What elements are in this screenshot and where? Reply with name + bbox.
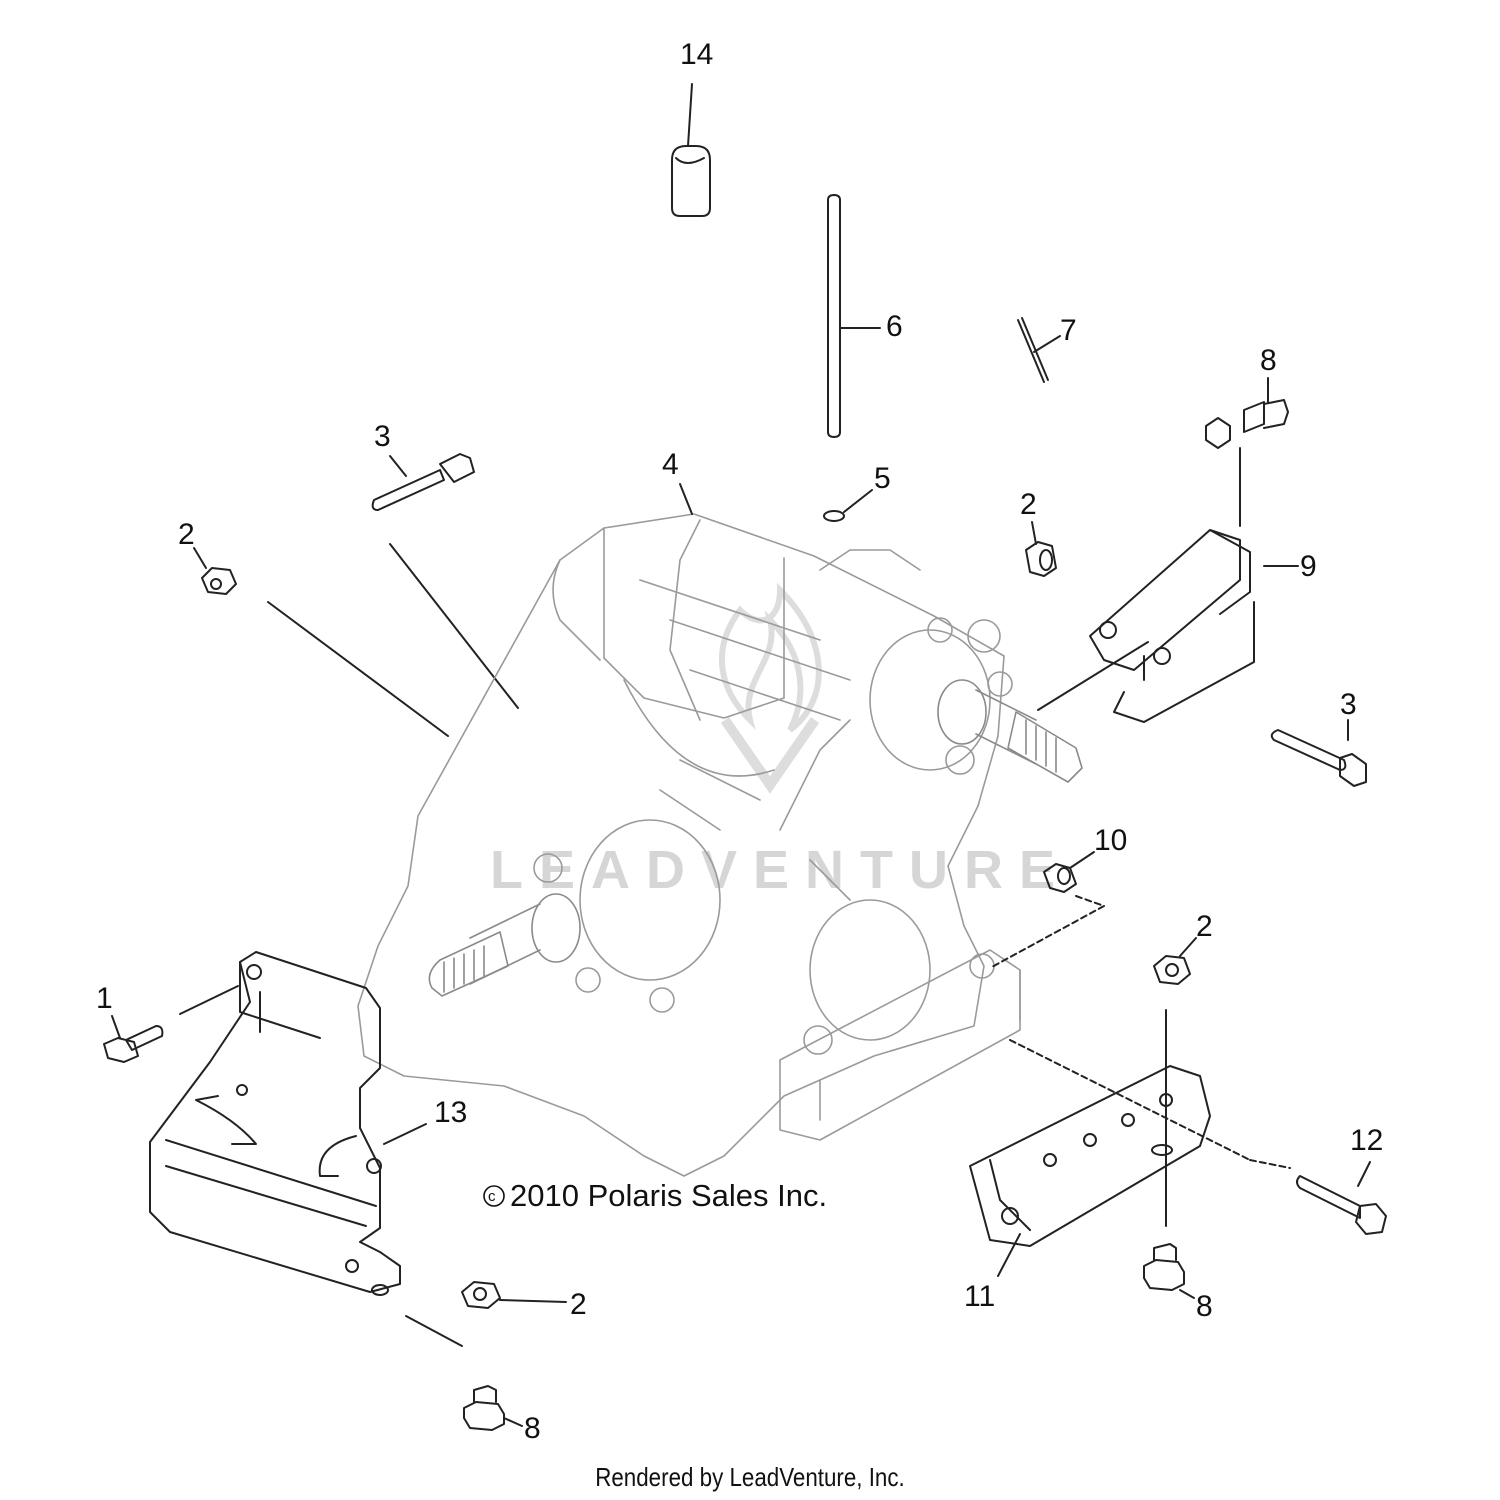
callout-labels: 14 6 7 8 3 4 5 2 2 9 3 10 2 1 13 12 11 8… xyxy=(96,38,1383,1445)
assembly-line-10b xyxy=(989,905,1105,969)
assembly-line-3-left xyxy=(389,543,519,709)
callout-13: 13 xyxy=(434,1096,467,1129)
callout-5: 5 xyxy=(874,462,891,495)
part-2-right-nut xyxy=(1153,955,1191,985)
callout-14: 14 xyxy=(680,38,713,71)
part-14-sleeve xyxy=(671,145,711,217)
callout-10: 10 xyxy=(1094,824,1127,857)
callout-2-bottom: 2 xyxy=(570,1288,587,1321)
part-1-bolt xyxy=(103,1025,164,1063)
callout-9: 9 xyxy=(1300,550,1317,583)
part-9-bracket xyxy=(1089,529,1255,723)
copyright-text: 2010 Polaris Sales Inc. xyxy=(510,1178,827,1213)
part-3-right-bolt xyxy=(1270,729,1367,787)
callout-7: 7 xyxy=(1060,314,1077,347)
callout-8-top: 8 xyxy=(1260,344,1277,377)
leader-1 xyxy=(111,1015,121,1039)
part-3-left-bolt xyxy=(371,453,475,511)
callout-2-top-left: 2 xyxy=(178,518,195,551)
leader-3-left xyxy=(389,455,407,477)
callout-1: 1 xyxy=(96,982,113,1015)
callout-11: 11 xyxy=(964,1280,995,1313)
assembly-line-2-left xyxy=(267,601,449,737)
part-10-bushing xyxy=(1043,863,1077,893)
part-2-top-left-nut xyxy=(201,567,237,595)
callout-3-right: 3 xyxy=(1340,688,1357,721)
callout-8-bottom: 8 xyxy=(524,1412,541,1445)
part-4-left-shaft xyxy=(428,893,581,997)
leader-14 xyxy=(687,83,693,147)
part-8-right-bolt xyxy=(1143,1243,1185,1291)
part-2-center-nut xyxy=(1025,541,1057,577)
watermark-text: LEADVENTURE xyxy=(490,840,1071,900)
callout-2-right: 2 xyxy=(1196,910,1213,943)
footer-credit: Rendered by LeadVenture, Inc. xyxy=(595,1462,905,1492)
callout-6: 6 xyxy=(886,310,903,343)
callout-3-left: 3 xyxy=(374,420,391,453)
leader-2-bottom xyxy=(499,1299,567,1303)
assembly-line-1 xyxy=(179,985,239,1015)
leader-13 xyxy=(383,1123,427,1145)
leader-4 xyxy=(679,483,693,515)
assembly-line-11 xyxy=(1009,1039,1251,1161)
leader-7 xyxy=(1033,335,1061,353)
leader-10 xyxy=(1069,851,1095,869)
assembly-line-12 xyxy=(1249,1159,1291,1169)
part-13-bracket xyxy=(149,951,401,1296)
part-2-bottom-nut xyxy=(461,1281,501,1309)
leader-11 xyxy=(997,1233,1021,1277)
callout-12: 12 xyxy=(1350,1124,1383,1157)
assembly-line-9 xyxy=(1037,641,1149,711)
leader-8-bottom xyxy=(503,1417,523,1427)
part-12-bolt xyxy=(1296,1175,1387,1235)
copyright-symbol: c xyxy=(488,1188,496,1205)
callout-4: 4 xyxy=(662,448,679,481)
part-4-transmission xyxy=(357,513,1021,1177)
leader-12 xyxy=(1357,1161,1371,1187)
leader-2-center xyxy=(1031,521,1037,545)
callout-8-right: 8 xyxy=(1196,1290,1213,1323)
part-4-right-shaft xyxy=(937,679,1083,783)
part-11-bracket xyxy=(969,1065,1211,1247)
part-5-clip xyxy=(823,510,845,522)
copyright-notice: c 2010 Polaris Sales Inc. xyxy=(483,1178,827,1213)
part-7-pin xyxy=(1017,317,1049,383)
part-8-top-bolt xyxy=(1205,399,1289,449)
leader-2-right xyxy=(1179,937,1197,957)
leader-5 xyxy=(843,489,873,513)
callout-2-center: 2 xyxy=(1020,488,1037,521)
leader-8-right xyxy=(1179,1289,1195,1299)
part-8-bottom-bolt xyxy=(463,1385,505,1431)
assembly-line-8-bottom xyxy=(405,1315,463,1347)
assembly-line-10 xyxy=(1075,895,1105,907)
copyright-circle xyxy=(483,1185,505,1207)
part-6-rod xyxy=(827,194,841,438)
leader-2-top-left xyxy=(193,547,207,569)
